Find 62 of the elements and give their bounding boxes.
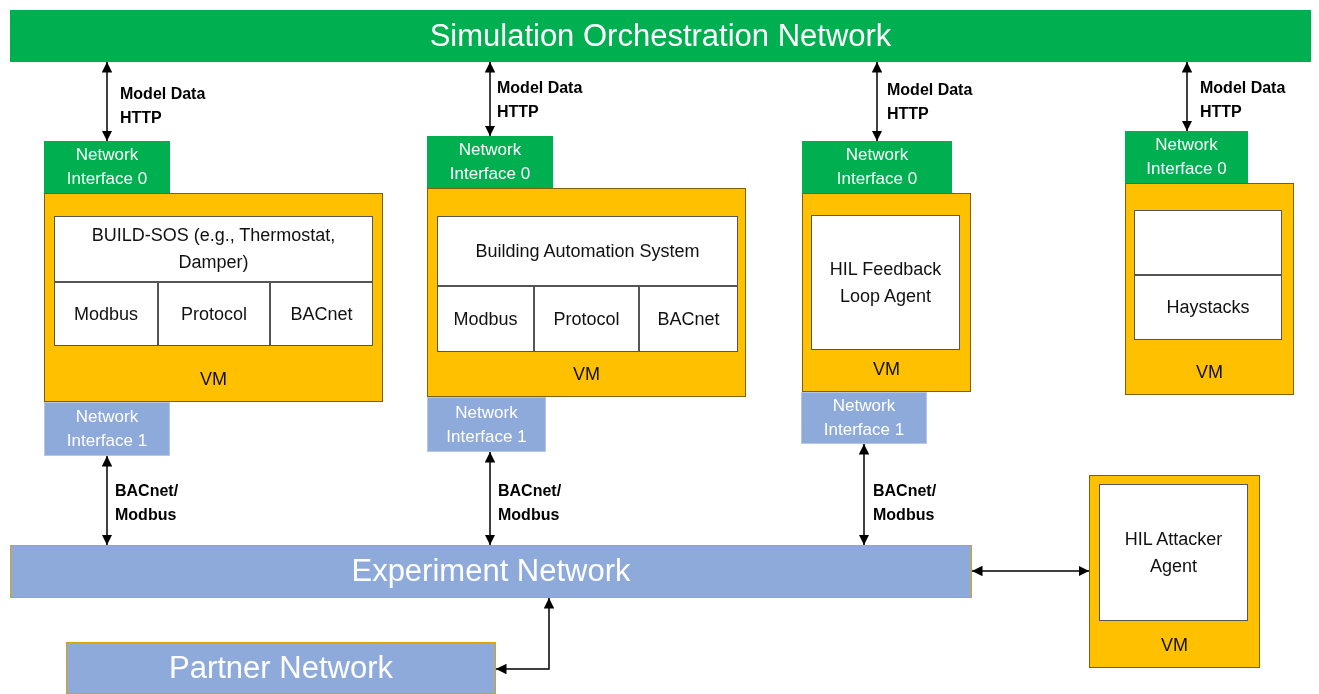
network-interface-box bbox=[802, 141, 952, 193]
node-label: Network Interface 0 bbox=[835, 144, 919, 190]
node-label: BACnet bbox=[657, 307, 720, 331]
node-label: Haystacks bbox=[1166, 296, 1250, 319]
component-box bbox=[811, 215, 960, 350]
component-box bbox=[1099, 484, 1248, 621]
network-interface-box bbox=[427, 136, 553, 188]
node-label: BUILD-SOS (e.g., Thermostat, Damper) bbox=[90, 224, 337, 274]
node-label: Simulation Orchestration Network bbox=[429, 16, 892, 55]
network-band bbox=[66, 642, 496, 694]
network-interface-box bbox=[427, 397, 546, 452]
double-arrow bbox=[101, 61, 113, 142]
node-label: Network Interface 0 bbox=[1145, 134, 1228, 180]
node-label: HIL Feedback Loop Agent bbox=[828, 257, 943, 308]
container-box bbox=[1089, 475, 1260, 668]
network-interface-box bbox=[44, 141, 170, 193]
component-box bbox=[437, 286, 534, 352]
network-band bbox=[10, 545, 972, 598]
node-label: Network Interface 1 bbox=[65, 406, 149, 452]
node-label: Modbus bbox=[453, 307, 518, 331]
node-label: Protocol bbox=[180, 302, 247, 326]
network-interface-box bbox=[801, 392, 927, 444]
node-label: Modbus bbox=[73, 302, 138, 326]
node-label: Partner Network bbox=[169, 648, 393, 687]
component-box bbox=[437, 216, 738, 286]
network-band bbox=[10, 10, 1311, 62]
container-box bbox=[802, 193, 971, 392]
double-arrow bbox=[858, 443, 870, 546]
component-box bbox=[54, 282, 158, 346]
component-box bbox=[158, 282, 270, 346]
double-arrow bbox=[484, 451, 496, 546]
container-box bbox=[1125, 183, 1294, 395]
double-arrow bbox=[871, 61, 883, 142]
double-arrow bbox=[101, 455, 113, 546]
node-label: Protocol bbox=[553, 307, 620, 331]
node-label: VM bbox=[573, 363, 600, 386]
node-label: VM bbox=[1161, 634, 1188, 657]
network-interface-box bbox=[44, 402, 170, 456]
node-label: Network Interface 1 bbox=[822, 395, 906, 441]
container-box bbox=[427, 188, 746, 397]
node-label: Experiment Network bbox=[351, 552, 631, 591]
double-arrow bbox=[495, 597, 555, 675]
component-box bbox=[639, 286, 738, 352]
double-arrow bbox=[1181, 61, 1193, 132]
node-label: VM bbox=[200, 368, 227, 391]
node-label: HIL Attacker Agent bbox=[1123, 527, 1224, 578]
node-label: VM bbox=[873, 358, 900, 381]
node-label: VM bbox=[1196, 361, 1223, 384]
node-label: Network Interface 1 bbox=[445, 401, 528, 448]
component-box bbox=[534, 286, 639, 352]
network-interface-box bbox=[1125, 131, 1248, 183]
component-box bbox=[270, 282, 373, 346]
component-box bbox=[54, 216, 373, 282]
component-box bbox=[1134, 275, 1282, 340]
node-label: Network Interface 0 bbox=[65, 144, 149, 190]
node-label: Building Automation System bbox=[475, 239, 700, 263]
double-arrow bbox=[484, 61, 496, 137]
node-label: BACnet bbox=[290, 302, 353, 326]
node-label: Network Interface 0 bbox=[448, 139, 532, 185]
double-arrow bbox=[971, 565, 1090, 577]
container-box bbox=[44, 193, 383, 402]
component-box bbox=[1134, 210, 1282, 275]
